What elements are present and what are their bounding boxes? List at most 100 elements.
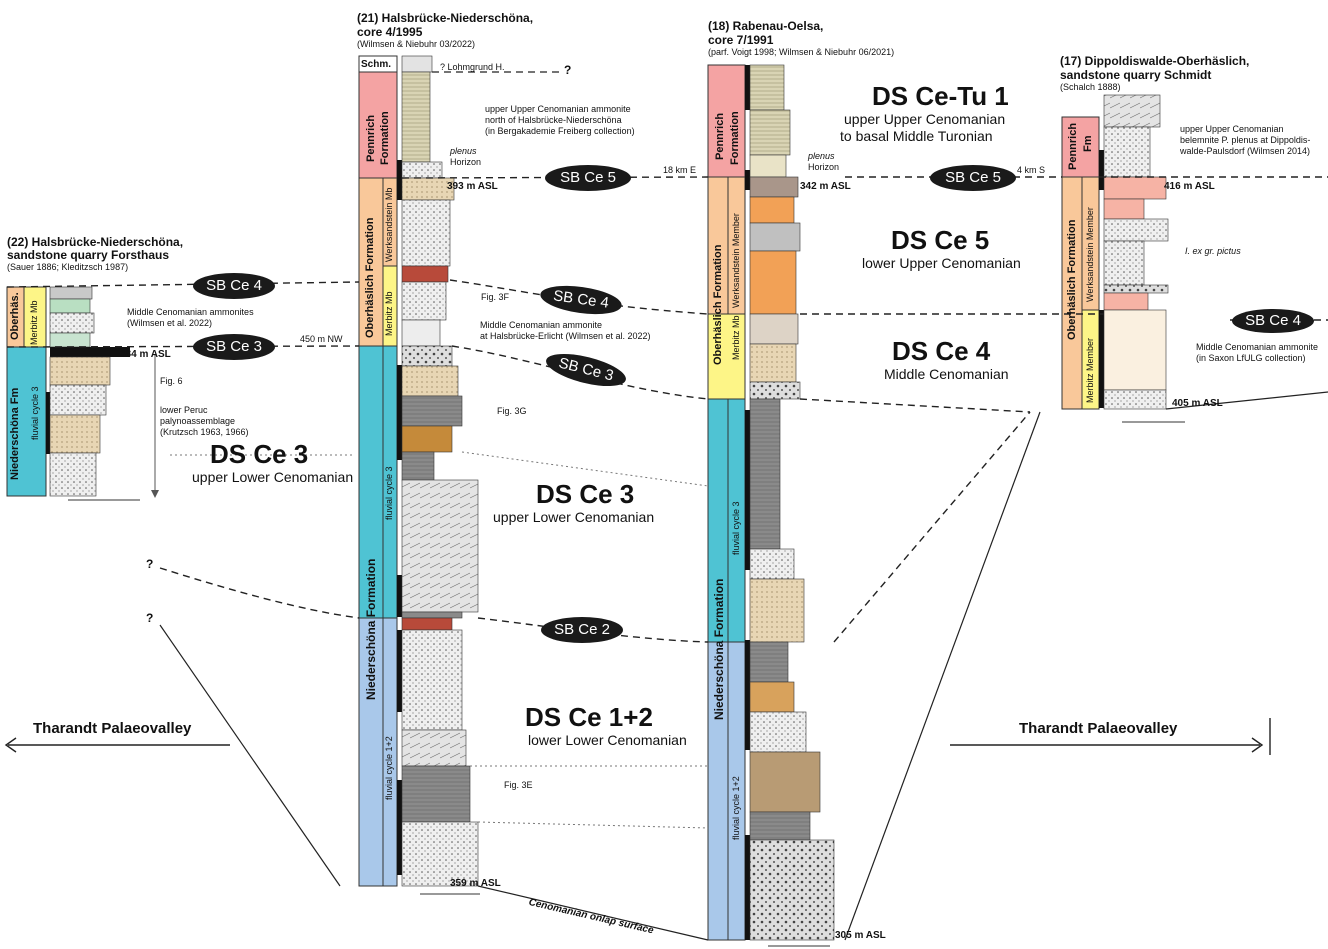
s18-bed-10 (750, 382, 800, 399)
distance-4km: 4 km S (1017, 165, 1045, 175)
s17-bed-07 (1104, 285, 1168, 293)
ds-ce-tu1-desc-2: to basal Middle Turonian (840, 129, 993, 144)
s18-bar-1 (745, 65, 750, 110)
s17-note-amm-1: Middle Cenomanian ammonite (1196, 342, 1318, 352)
s22-note-peruc-3: (Krutzsch 1963, 1966) (160, 427, 249, 437)
s17-source: (Schalch 1888) (1060, 83, 1121, 93)
question-mark-2: ? (146, 612, 153, 625)
s18-bar-5 (745, 835, 750, 940)
s22-unit-fluvial: fluvial cycle 3 (30, 386, 40, 440)
sb4-oval-a: SB Ce 4 (193, 273, 275, 299)
s18-bed-12 (750, 549, 794, 579)
sb5-oval-b: SB Ce 5 (930, 165, 1016, 191)
s22-note-fig: Fig. 6 (160, 376, 183, 386)
s18-bed-15 (750, 682, 794, 712)
s21-note-amm-up-3: (in Bergakademie Freiberg collection) (485, 126, 635, 136)
distance-18km: 18 km E (663, 165, 696, 175)
ds-ce3-left-name: DS Ce 3 (210, 440, 308, 469)
s21-unit-schm: Schm. (361, 59, 391, 70)
ds-ce5-desc: lower Upper Cenomanian (862, 256, 1021, 271)
s17-note-pictus: I. ex gr. pictus (1185, 246, 1241, 256)
s22-bed6 (50, 357, 110, 385)
s21-bed-06 (402, 266, 448, 282)
s22-bed4 (50, 333, 90, 347)
s21-note-plenus-1: plenus (450, 146, 477, 156)
s21-unit-werk: Werksandstein Mb (384, 188, 394, 262)
s18-bed-11 (750, 399, 780, 549)
s21-bar-1 (397, 160, 402, 200)
ds-ce-tu1-name: DS Ce-Tu 1 (872, 82, 1009, 111)
s21-bed-11 (402, 396, 462, 426)
s18-source: (parf. Voigt 1998; Wilmsen & Niebuhr 06/… (708, 48, 894, 58)
s17-note-bel-1: upper Upper Cenomanian (1180, 124, 1284, 134)
s21-bed-20 (402, 822, 478, 886)
s21-source: (Wilmsen & Niebuhr 03/2022) (357, 40, 475, 50)
s17-note-bel-3: walde-Paulsdorf (Wilmsen 2014) (1180, 146, 1310, 156)
s18-bed-09 (750, 344, 796, 382)
s17-bed-05 (1104, 219, 1168, 241)
s18-unit-pennrich-2: Formation (729, 111, 741, 165)
palaeovalley-left-arrow (6, 738, 230, 752)
s21-unit-fc12: fluvial cycle 1+2 (384, 736, 394, 800)
s21-bed-09 (402, 346, 452, 366)
s18-bed-07 (750, 251, 796, 314)
s21-unit-pennrich-2: Formation (379, 111, 391, 165)
s21-note-amm-up-1: upper Upper Cenomanian ammonite (485, 104, 631, 114)
s18-bar-4 (745, 640, 750, 750)
s17-title-2: sandstone quarry Schmidt (1060, 69, 1211, 82)
s17-note-bel-2: belemnite P. plenus at Dippoldis- (1180, 135, 1310, 145)
s21-asl-base: 359 m ASL (450, 878, 501, 889)
s21-question: ? (564, 64, 571, 77)
s21-bed-16 (402, 618, 452, 630)
s18-bed-14 (750, 642, 788, 682)
s17-note-amm-2: (in Saxon LfULG collection) (1196, 353, 1306, 363)
s21-note-fig3f: Fig. 3F (481, 292, 509, 302)
s22-asl: 384 m ASL (120, 349, 171, 360)
ds-ce3-left-desc: upper Lower Cenomanian (192, 470, 353, 485)
ds-ce3-mid-name: DS Ce 3 (536, 480, 634, 509)
s21-bed-14 (402, 480, 478, 612)
s21-bar-4 (397, 630, 402, 712)
s21-bed-01 (402, 56, 432, 72)
s18-bed-19 (750, 840, 834, 940)
s17-bed-03 (1104, 177, 1166, 199)
s18-unit-werk: Werksandstein Member (731, 213, 741, 308)
s21-bar-2 (397, 365, 402, 460)
s22-bed5 (50, 347, 130, 357)
s21-bed-05 (402, 200, 450, 266)
s22-bed7 (50, 385, 106, 415)
s21-bar-5 (397, 780, 402, 875)
s18-bed-03 (750, 155, 786, 177)
s21-bed-07 (402, 282, 446, 320)
palaeovalley-left: Tharandt Palaeovalley (33, 721, 191, 738)
s18-note-plenus-1: plenus (808, 151, 835, 161)
s21-note-fig3e: Fig. 3E (504, 780, 533, 790)
ds-ce-tu1-desc-1: upper Upper Cenomanian (844, 112, 1005, 127)
ds-ce12-name: DS Ce 1+2 (525, 703, 653, 732)
s18-bed-05 (750, 197, 794, 223)
s18-bed-04 (750, 177, 798, 197)
s21-bed-12 (402, 426, 452, 452)
s21-note-fig3g: Fig. 3G (497, 406, 527, 416)
s21-note-lohm: ? Lohmgrund H. (440, 62, 505, 72)
s18-bed-16 (750, 712, 806, 752)
s17-asl-top: 416 m ASL (1164, 181, 1215, 192)
s22-title-2: sandstone quarry Forsthaus (7, 249, 169, 262)
s21-unit-fc3: fluvial cycle 3 (384, 466, 394, 520)
s17-asl-base: 405 m ASL (1172, 398, 1223, 409)
s18-asl-top: 342 m ASL (800, 181, 851, 192)
s21-bed-13 (402, 452, 434, 480)
s17-bar-2 (1099, 310, 1104, 408)
s17-bed-06 (1104, 241, 1144, 285)
ds-ce3-mid-desc: upper Lower Cenomanian (493, 510, 654, 525)
s17-bed-09 (1104, 310, 1166, 390)
s22-source: (Sauer 1886; Kleditzsch 1987) (7, 263, 128, 273)
s22-note-peruc-1: lower Peruc (160, 405, 208, 415)
s18-bed-02 (750, 110, 790, 155)
s22-unit-nieder: Niederschöna Fm (9, 388, 21, 480)
s18-unit-fc12: fluvial cycle 1+2 (731, 776, 741, 840)
s17-title-1: (17) Dippoldiswalde-Oberhäslich, (1060, 55, 1249, 68)
ds-ce12-desc: lower Lower Cenomanian (528, 733, 687, 748)
s18-bar-3 (745, 410, 750, 570)
s22-unit-merbitz: Merbitz Mb (29, 300, 39, 345)
